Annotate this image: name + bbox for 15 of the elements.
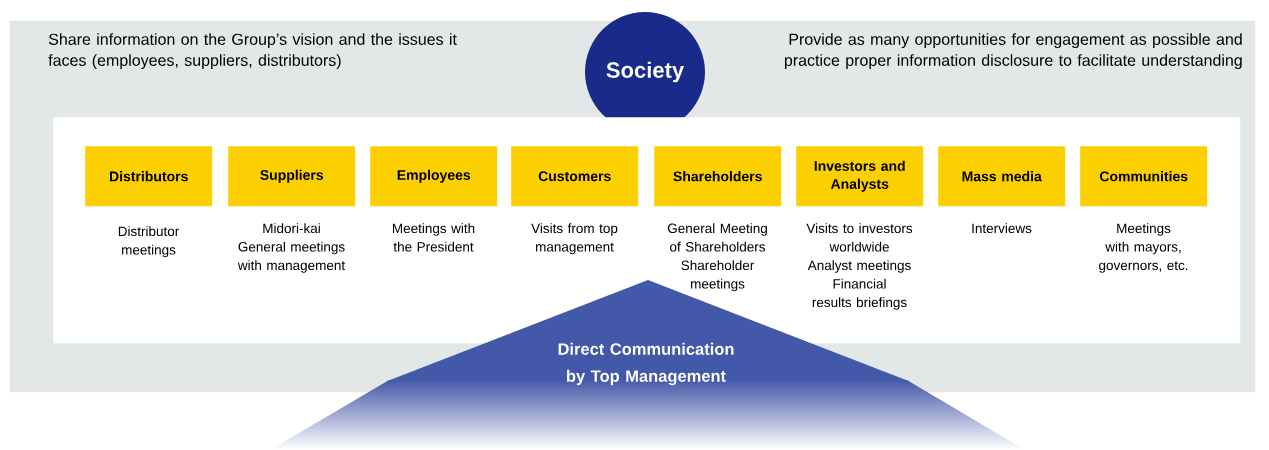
description-text: Meetings with mayors, governors, etc.: [1099, 223, 1188, 273]
description-text: Meetings with the President: [393, 223, 475, 252]
description-text: Visits from top management: [531, 223, 618, 255]
stakeholder-box: Customers: [511, 146, 639, 207]
description-text: Interviews: [972, 223, 1032, 234]
stakeholder-box: Mass media: [938, 146, 1066, 207]
stakeholder-box: Employees: [370, 146, 498, 207]
stakeholder-box: Suppliers: [228, 146, 356, 207]
stakeholder-box: Distributors: [85, 146, 213, 207]
stakeholder-box: Shareholders: [654, 146, 782, 207]
description-text: Midori-kai General meetings with management: [237, 223, 346, 273]
stakeholder-box: Investors and Analysts: [796, 146, 924, 207]
description-text: Distributor meetings: [118, 226, 179, 258]
stakeholder-box: Communities: [1080, 146, 1208, 207]
node-label: Direct Communication: [558, 342, 734, 355]
